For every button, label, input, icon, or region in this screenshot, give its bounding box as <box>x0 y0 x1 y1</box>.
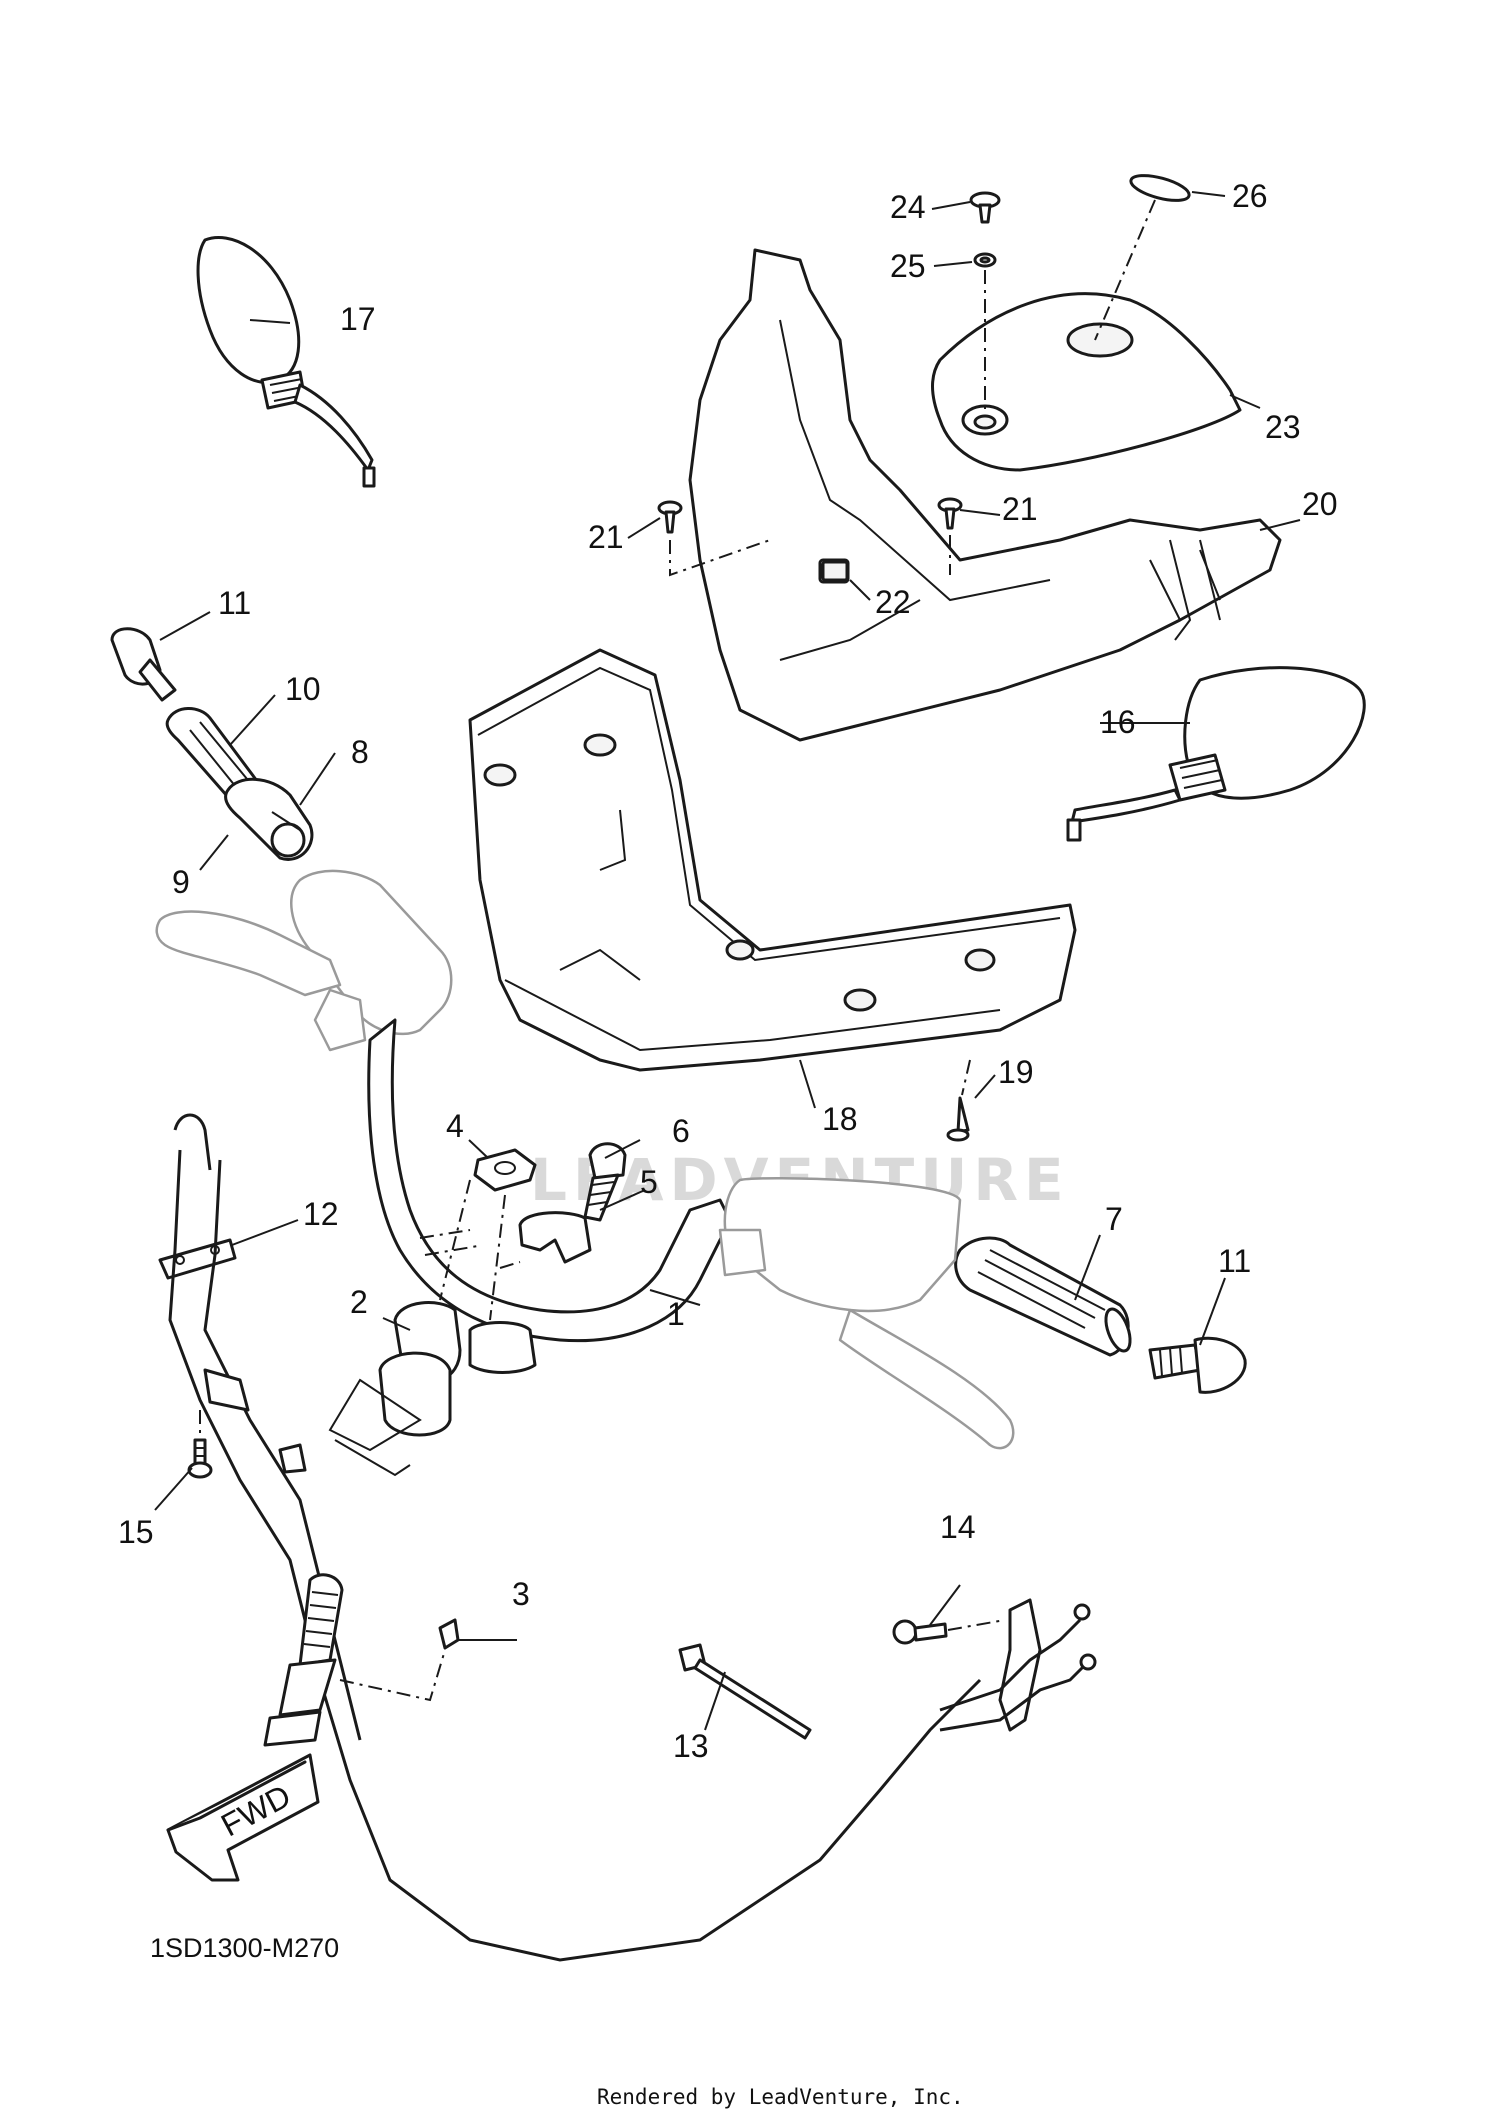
bar-end-weight-left[interactable] <box>110 627 177 702</box>
handlebar[interactable] <box>367 1018 732 1343</box>
handlebar-holder-lower[interactable] <box>328 1301 537 1477</box>
callout-19: 19 <box>998 1054 1034 1090</box>
throttle-grip-left[interactable] <box>224 777 314 861</box>
mirror-right[interactable] <box>1066 666 1366 842</box>
callout-23: 23 <box>1265 409 1301 445</box>
callout-12: 12 <box>303 1196 339 1232</box>
switch-harness[interactable] <box>263 1573 344 1747</box>
screw-14[interactable] <box>892 1619 948 1645</box>
screw-19[interactable] <box>946 1096 970 1142</box>
callout-21-left: 21 <box>588 519 624 555</box>
nut-22[interactable] <box>821 560 849 582</box>
right-lever-phantom <box>718 1176 1015 1450</box>
callout-24: 24 <box>890 189 926 225</box>
cable-guide-right[interactable] <box>939 1598 1097 1732</box>
callout-11-right: 11 <box>1218 1243 1251 1279</box>
left-lever-phantom <box>155 869 453 1052</box>
callout-21-right: 21 <box>1002 491 1038 527</box>
screw-21-right[interactable] <box>937 497 963 530</box>
callout-16: 16 <box>1100 704 1136 740</box>
callout-25: 25 <box>890 248 926 284</box>
callout-5: 5 <box>640 1164 658 1200</box>
callout-26: 26 <box>1232 178 1268 214</box>
bar-end-weight-right[interactable] <box>1148 1336 1247 1394</box>
leader-lines <box>154 191 1301 1731</box>
screw-21-left[interactable] <box>657 500 683 534</box>
callout-10: 10 <box>285 671 321 707</box>
handle-cover-rear[interactable] <box>688 248 1282 742</box>
screw-15[interactable] <box>187 1438 213 1479</box>
callout-22: 22 <box>875 584 911 620</box>
cable-tie-13[interactable] <box>678 1643 812 1740</box>
callout-15: 15 <box>118 1514 154 1550</box>
forward-direction-arrow <box>166 1753 320 1882</box>
cover-23[interactable] <box>931 292 1242 472</box>
callout-2: 2 <box>350 1284 368 1320</box>
callout-14: 14 <box>940 1509 976 1545</box>
callout-6: 6 <box>672 1113 690 1149</box>
washer-25[interactable] <box>973 252 997 268</box>
callout-13: 13 <box>673 1728 709 1764</box>
callout-7: 7 <box>1105 1201 1123 1237</box>
nut-4[interactable] <box>473 1148 537 1192</box>
diagram-reference-code: 1SD1300-M270 <box>150 1933 339 1963</box>
callout-11-left: 11 <box>218 585 251 621</box>
clamp-3[interactable] <box>438 1618 460 1650</box>
render-credit: Rendered by LeadVenture, Inc. <box>597 2085 964 2109</box>
screw-24[interactable] <box>969 191 1001 224</box>
callout-8: 8 <box>351 734 369 770</box>
mirror-left[interactable] <box>196 236 376 488</box>
callout-20: 20 <box>1302 486 1338 522</box>
callout-18: 18 <box>822 1101 858 1137</box>
handlebar-holder-upper[interactable] <box>518 1211 592 1264</box>
callout-1: 1 <box>667 1296 685 1332</box>
handle-cover-front[interactable] <box>468 648 1077 1072</box>
callout-9: 9 <box>172 864 190 900</box>
callout-labels: 1 2 3 4 5 6 7 8 9 10 11 11 12 13 14 15 1… <box>118 178 1338 1764</box>
cable-guide-12[interactable] <box>158 1238 237 1280</box>
callout-4: 4 <box>446 1108 464 1144</box>
emblem-26[interactable] <box>1128 171 1191 206</box>
callout-17: 17 <box>340 301 376 337</box>
callout-3: 3 <box>512 1576 530 1612</box>
grip-right[interactable] <box>954 1236 1135 1357</box>
